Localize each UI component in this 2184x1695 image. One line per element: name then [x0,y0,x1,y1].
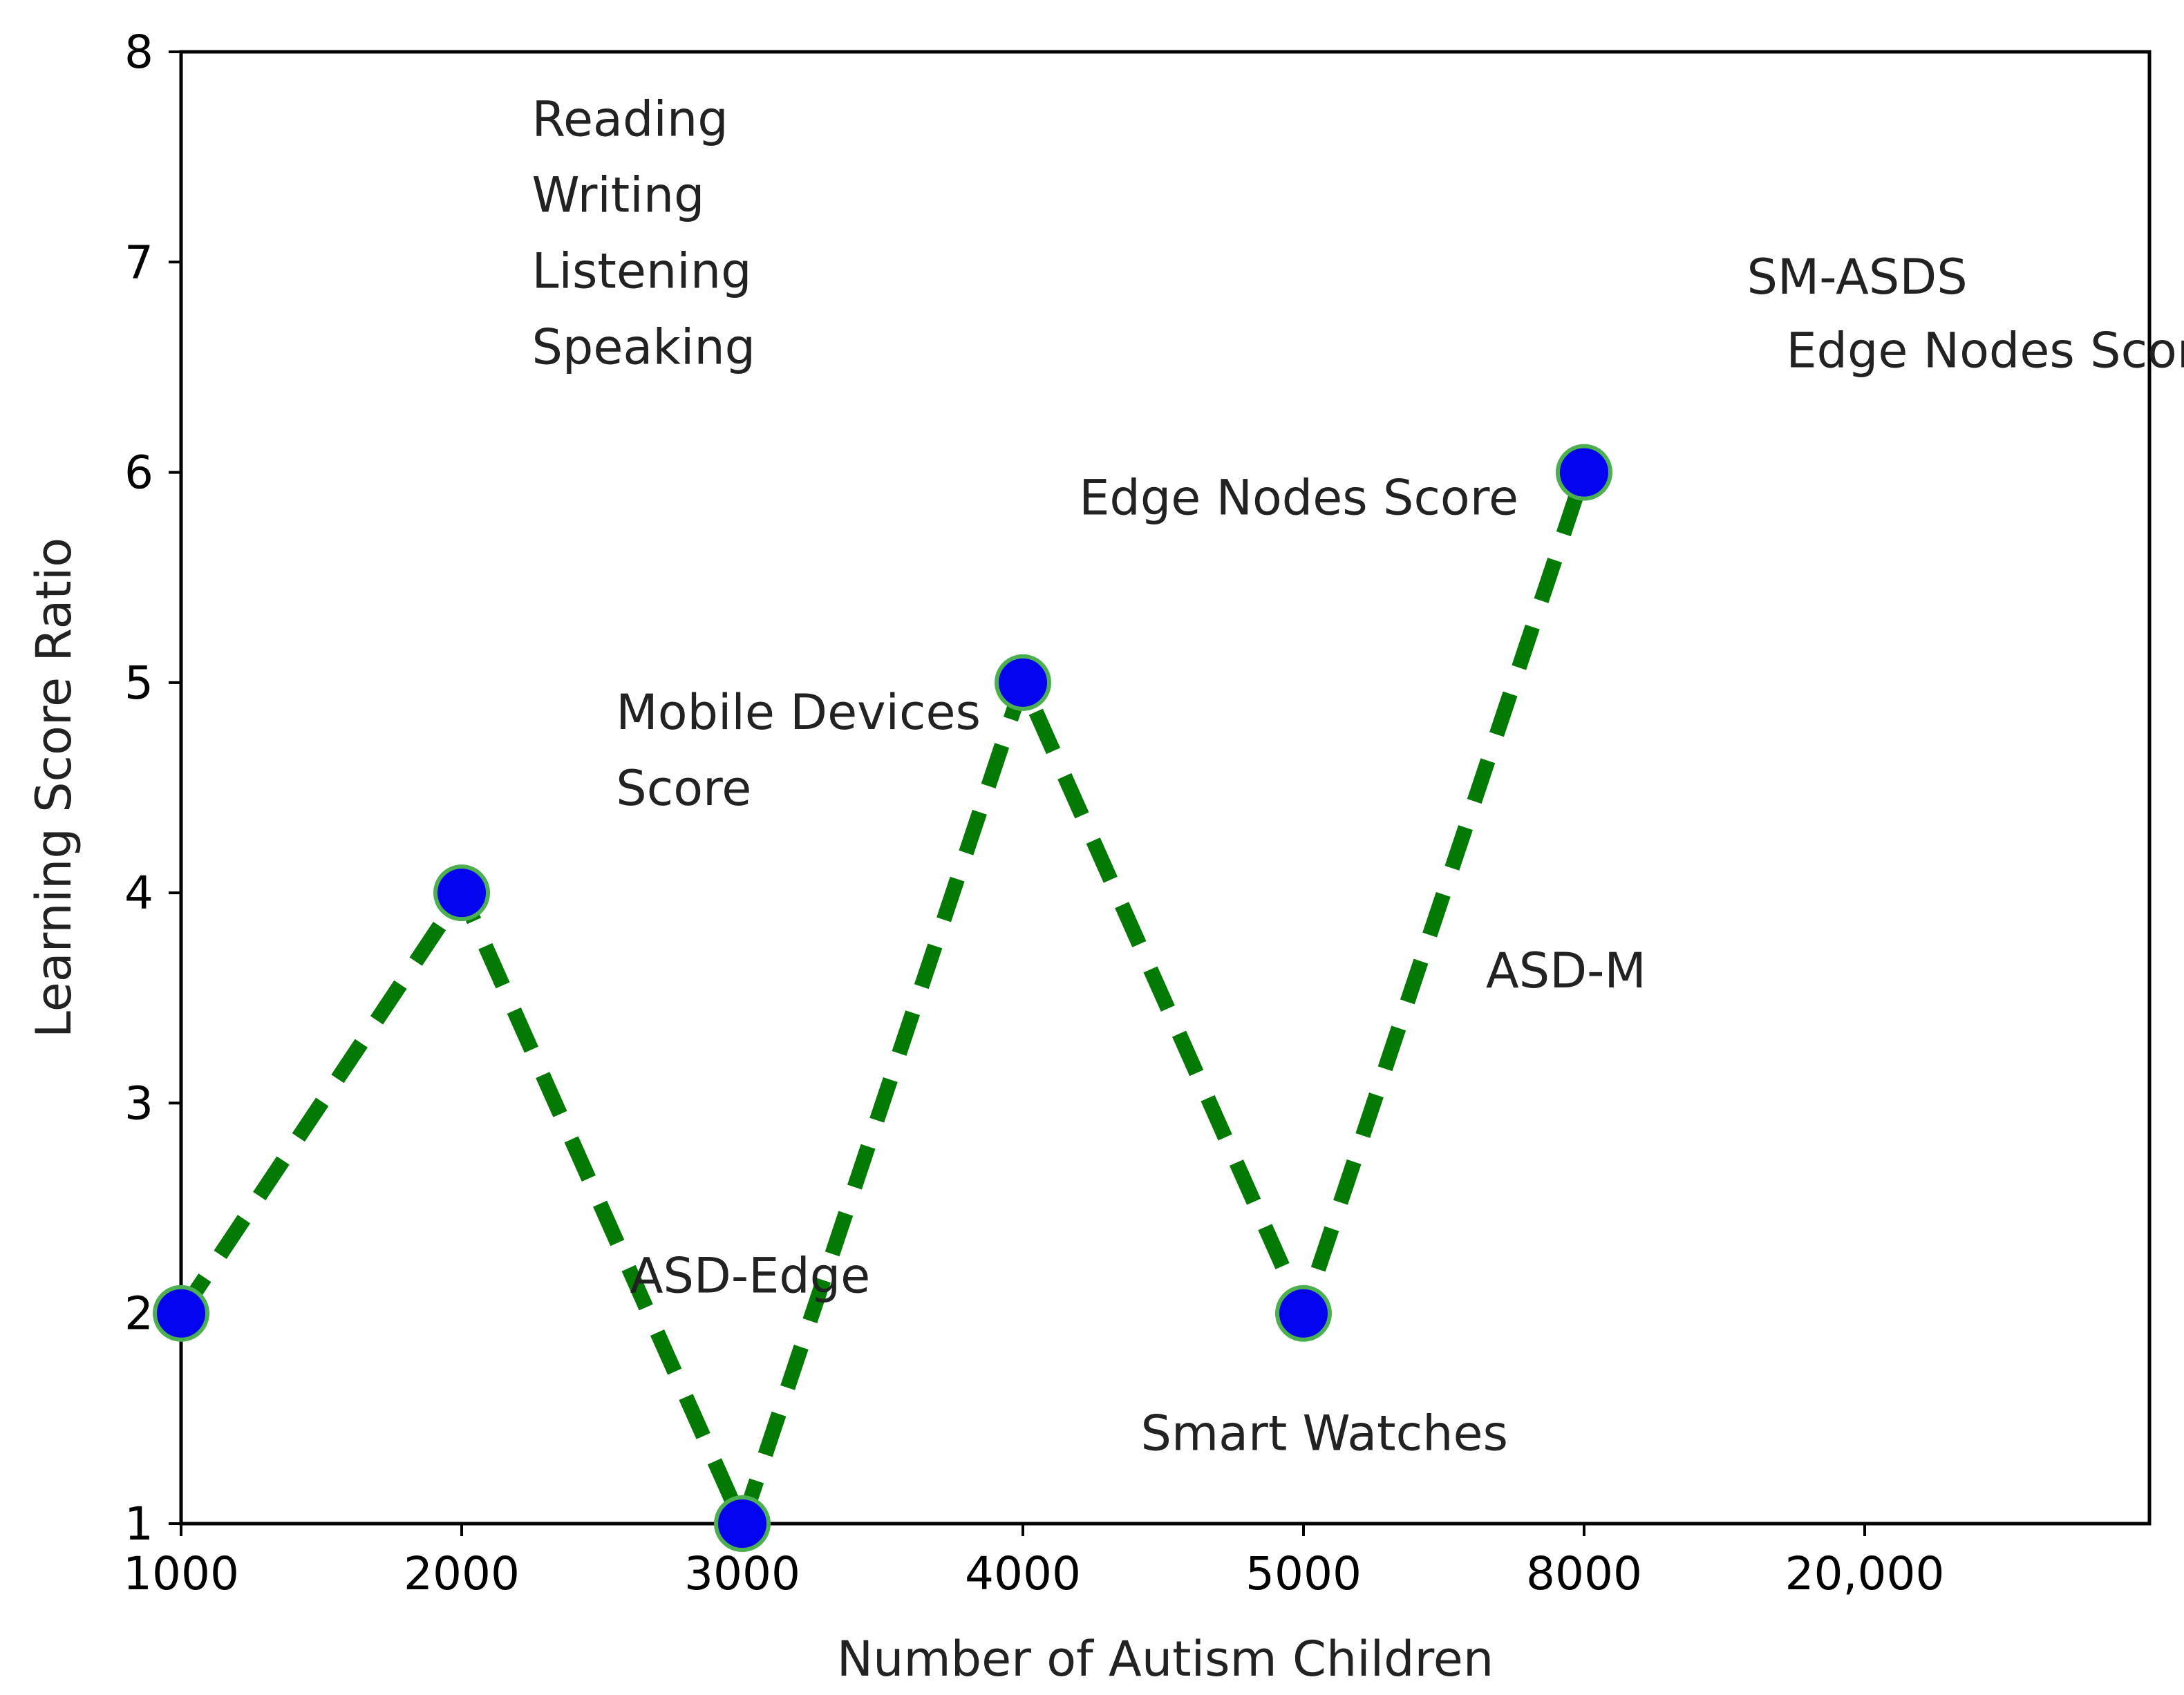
x-tick-label-4: 5000 [1245,1547,1362,1600]
data-point-4 [1275,1285,1332,1342]
series-line [174,470,1592,1531]
x-tick-label-2: 3000 [684,1547,800,1600]
annotation-2-line-0: ASD-Edge [630,1247,871,1304]
data-point-5 [1556,444,1612,501]
x-tick-label-6: 20,000 [1785,1547,1945,1600]
x-axis-title: Number of Autism Children [837,1631,1494,1687]
x-tick-label-5: 8000 [1526,1547,1642,1600]
data-point-1 [433,864,490,922]
y-tick-label-7: 7 [124,236,153,289]
y-tick-label-8: 8 [124,26,153,79]
annotation-0-line-1: Writing [532,167,705,224]
annotation-7-line-0: Edge Nodes Score [1786,322,2184,379]
x-tick-label-0: 1000 [123,1547,239,1600]
x-axis: 1000 2000 3000 4000 5000 8000 20,000 [123,1524,1944,1600]
y-axis-title: Learning Score Ratio [26,538,82,1038]
y-tick-label-5: 5 [124,656,153,710]
annotation-6: SM-ASDS [1747,249,1967,305]
x-tick-label-1: 2000 [404,1547,520,1600]
annotation-5-line-0: ASD-M [1486,943,1646,999]
y-tick-label-6: 6 [124,446,153,500]
data-markers [153,444,1612,1552]
y-tick-label-3: 3 [124,1077,153,1130]
data-point-0 [153,1285,209,1342]
x-tick-label-3: 4000 [965,1547,1081,1600]
annotation-4: Edge Nodes Score [1079,469,1518,526]
annotation-0-line-3: Speaking [532,319,756,376]
y-tick-label-1: 1 [124,1497,153,1551]
annotation-7: Edge Nodes Score [1786,322,2184,379]
data-point-3 [995,654,1051,711]
annotation-0-line-2: Listening [532,243,752,300]
data-point-2 [714,1495,771,1552]
annotation-6-line-0: SM-ASDS [1747,249,1967,305]
annotation-1-line-0: Mobile Devices [616,684,981,741]
annotation-3: Smart Watches [1141,1405,1508,1462]
annotation-5: ASD-M [1486,943,1646,999]
y-tick-label-2: 2 [124,1287,153,1341]
annotation-3-line-0: Smart Watches [1141,1405,1508,1462]
plot-area [179,50,2152,1526]
y-axis: 1 2 3 4 5 6 7 8 [124,26,181,1551]
y-tick-label-4: 4 [124,867,153,920]
annotation-0-line-0: Reading [532,91,728,148]
annotation-4-line-0: Edge Nodes Score [1079,469,1518,526]
annotation-2: ASD-Edge [630,1247,871,1304]
annotation-1-line-1: Score [616,760,751,817]
